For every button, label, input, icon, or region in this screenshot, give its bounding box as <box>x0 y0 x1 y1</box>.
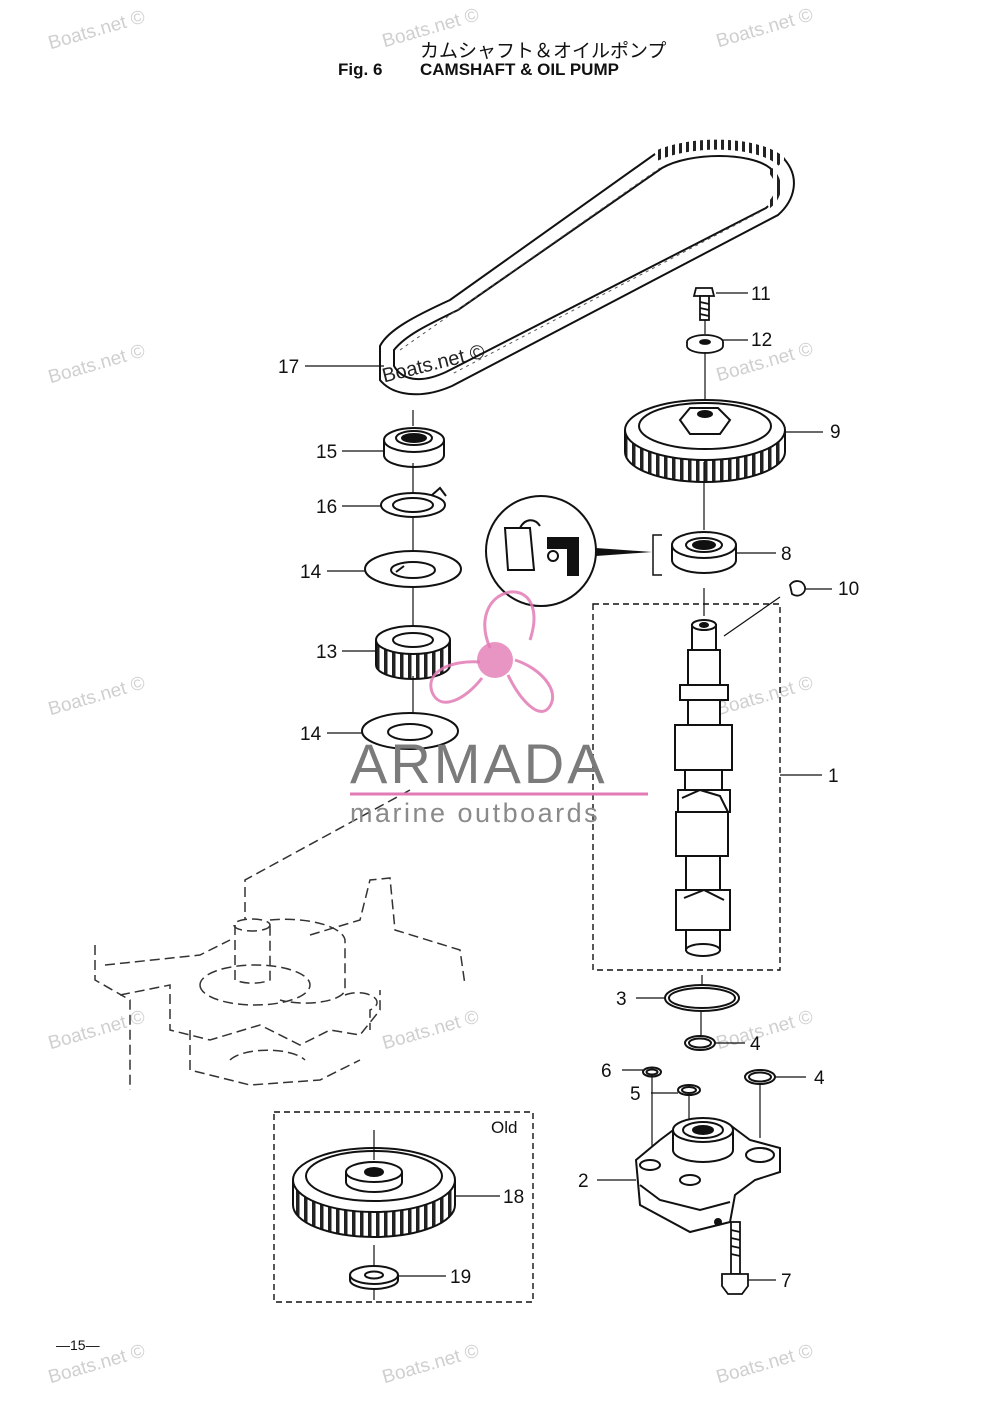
callout-14: 14 <box>300 724 322 745</box>
woodruff-key <box>789 580 806 597</box>
callout-6: 6 <box>601 1061 612 1082</box>
o-ring-small <box>677 1084 701 1096</box>
callout-5: 5 <box>630 1084 641 1105</box>
callout-10: 10 <box>838 579 859 600</box>
callout-19: 19 <box>450 1267 471 1288</box>
old-parts-box <box>273 1111 534 1303</box>
leader-lines <box>305 292 832 1281</box>
callout-16: 16 <box>316 497 337 518</box>
old-label: Old <box>491 1118 517 1137</box>
callout-13: 13 <box>316 642 337 663</box>
o-ring-small <box>684 1035 716 1051</box>
callout-8: 8 <box>781 544 792 565</box>
callout-17: 17 <box>278 357 299 378</box>
detail-pointer <box>596 548 652 556</box>
callout-15: 15 <box>316 442 337 463</box>
callout-4: 4 <box>750 1034 761 1055</box>
propeller-hub <box>477 642 513 678</box>
camshaft-pulley <box>624 399 786 483</box>
callout-1: 1 <box>828 766 839 787</box>
callout-14: 14 <box>300 562 322 583</box>
crankcase-outline <box>94 789 466 1090</box>
o-ring-small <box>642 1066 662 1078</box>
old-camshaft-pulley <box>292 1147 456 1238</box>
pump-bolt <box>721 1221 749 1295</box>
pulley-plate <box>364 550 462 588</box>
o-ring-small <box>744 1069 776 1085</box>
pulley-plate <box>361 712 459 750</box>
callout-11: 11 <box>751 284 771 305</box>
flange-bolt <box>692 287 716 321</box>
oil-seal <box>671 531 737 574</box>
timing-belt <box>379 139 795 396</box>
o-ring <box>664 984 740 1012</box>
camshaft <box>674 619 733 957</box>
page-title: CAMSHAFT & OIL PUMP <box>420 60 619 79</box>
washer <box>686 334 724 354</box>
brand-name: ARMADA <box>350 732 608 795</box>
callout-4: 4 <box>814 1068 825 1089</box>
camshaft-assembly-box <box>592 603 781 971</box>
page-number: —15— <box>56 1337 100 1353</box>
old-washer <box>349 1265 399 1290</box>
propeller-icon <box>429 590 554 713</box>
callout-2: 2 <box>578 1171 589 1192</box>
lock-nut <box>383 427 445 468</box>
brand-tagline: marine outboards <box>350 798 600 828</box>
callout-9: 9 <box>830 422 841 443</box>
seal-detail-inset <box>485 495 597 607</box>
crankshaft-sprocket <box>375 625 451 680</box>
armada-logo: ARMADA marine outboards <box>350 590 648 828</box>
callout-7: 7 <box>781 1271 792 1292</box>
callout-3: 3 <box>616 989 627 1010</box>
callout-18: 18 <box>503 1187 524 1208</box>
callout-12: 12 <box>751 330 772 351</box>
title-japanese: カムシャフト＆オイルポンプ <box>420 40 667 62</box>
figure-label: Fig. 6 <box>338 60 383 79</box>
oil-pump <box>634 1117 781 1234</box>
